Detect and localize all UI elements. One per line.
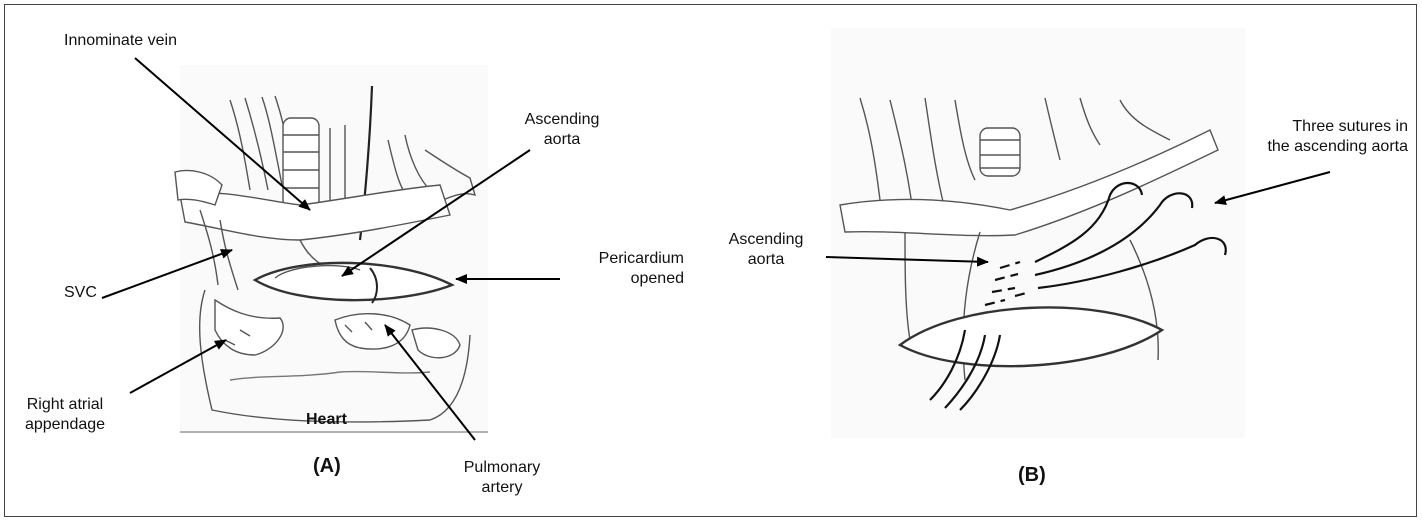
label-svc: SVC [64,283,97,303]
panel-a-drawing [175,65,488,433]
panel-a-tag: (A) [313,456,341,476]
label-pulmonary-artery: Pulmonary artery [454,458,550,498]
label-innominate-vein: Innominate vein [64,31,177,51]
label-line: Ascending [716,230,816,250]
label-line: Three sutures in [1240,117,1408,137]
label-line: artery [454,478,550,498]
label-ascending-aorta-b: Ascending aorta [716,230,816,270]
label-heart: Heart [306,410,347,430]
label-pericardium-opened: Pericardium opened [570,249,684,289]
label-line: aorta [716,250,816,270]
label-line: Right atrial [10,395,120,415]
label-line: Ascending [514,110,610,130]
label-line: Pulmonary [454,458,550,478]
label-right-atrial-appendage: Right atrial appendage [10,395,120,435]
label-line: Pericardium [570,249,684,269]
label-line: the ascending aorta [1240,137,1408,157]
label-line: aorta [514,130,610,150]
panel-b-drawing [831,28,1245,438]
panel-b-tag: (B) [1018,465,1046,485]
label-line: appendage [10,415,120,435]
label-ascending-aorta-a: Ascending aorta [514,110,610,150]
label-line: opened [570,269,684,289]
label-three-sutures: Three sutures in the ascending aorta [1240,117,1408,157]
